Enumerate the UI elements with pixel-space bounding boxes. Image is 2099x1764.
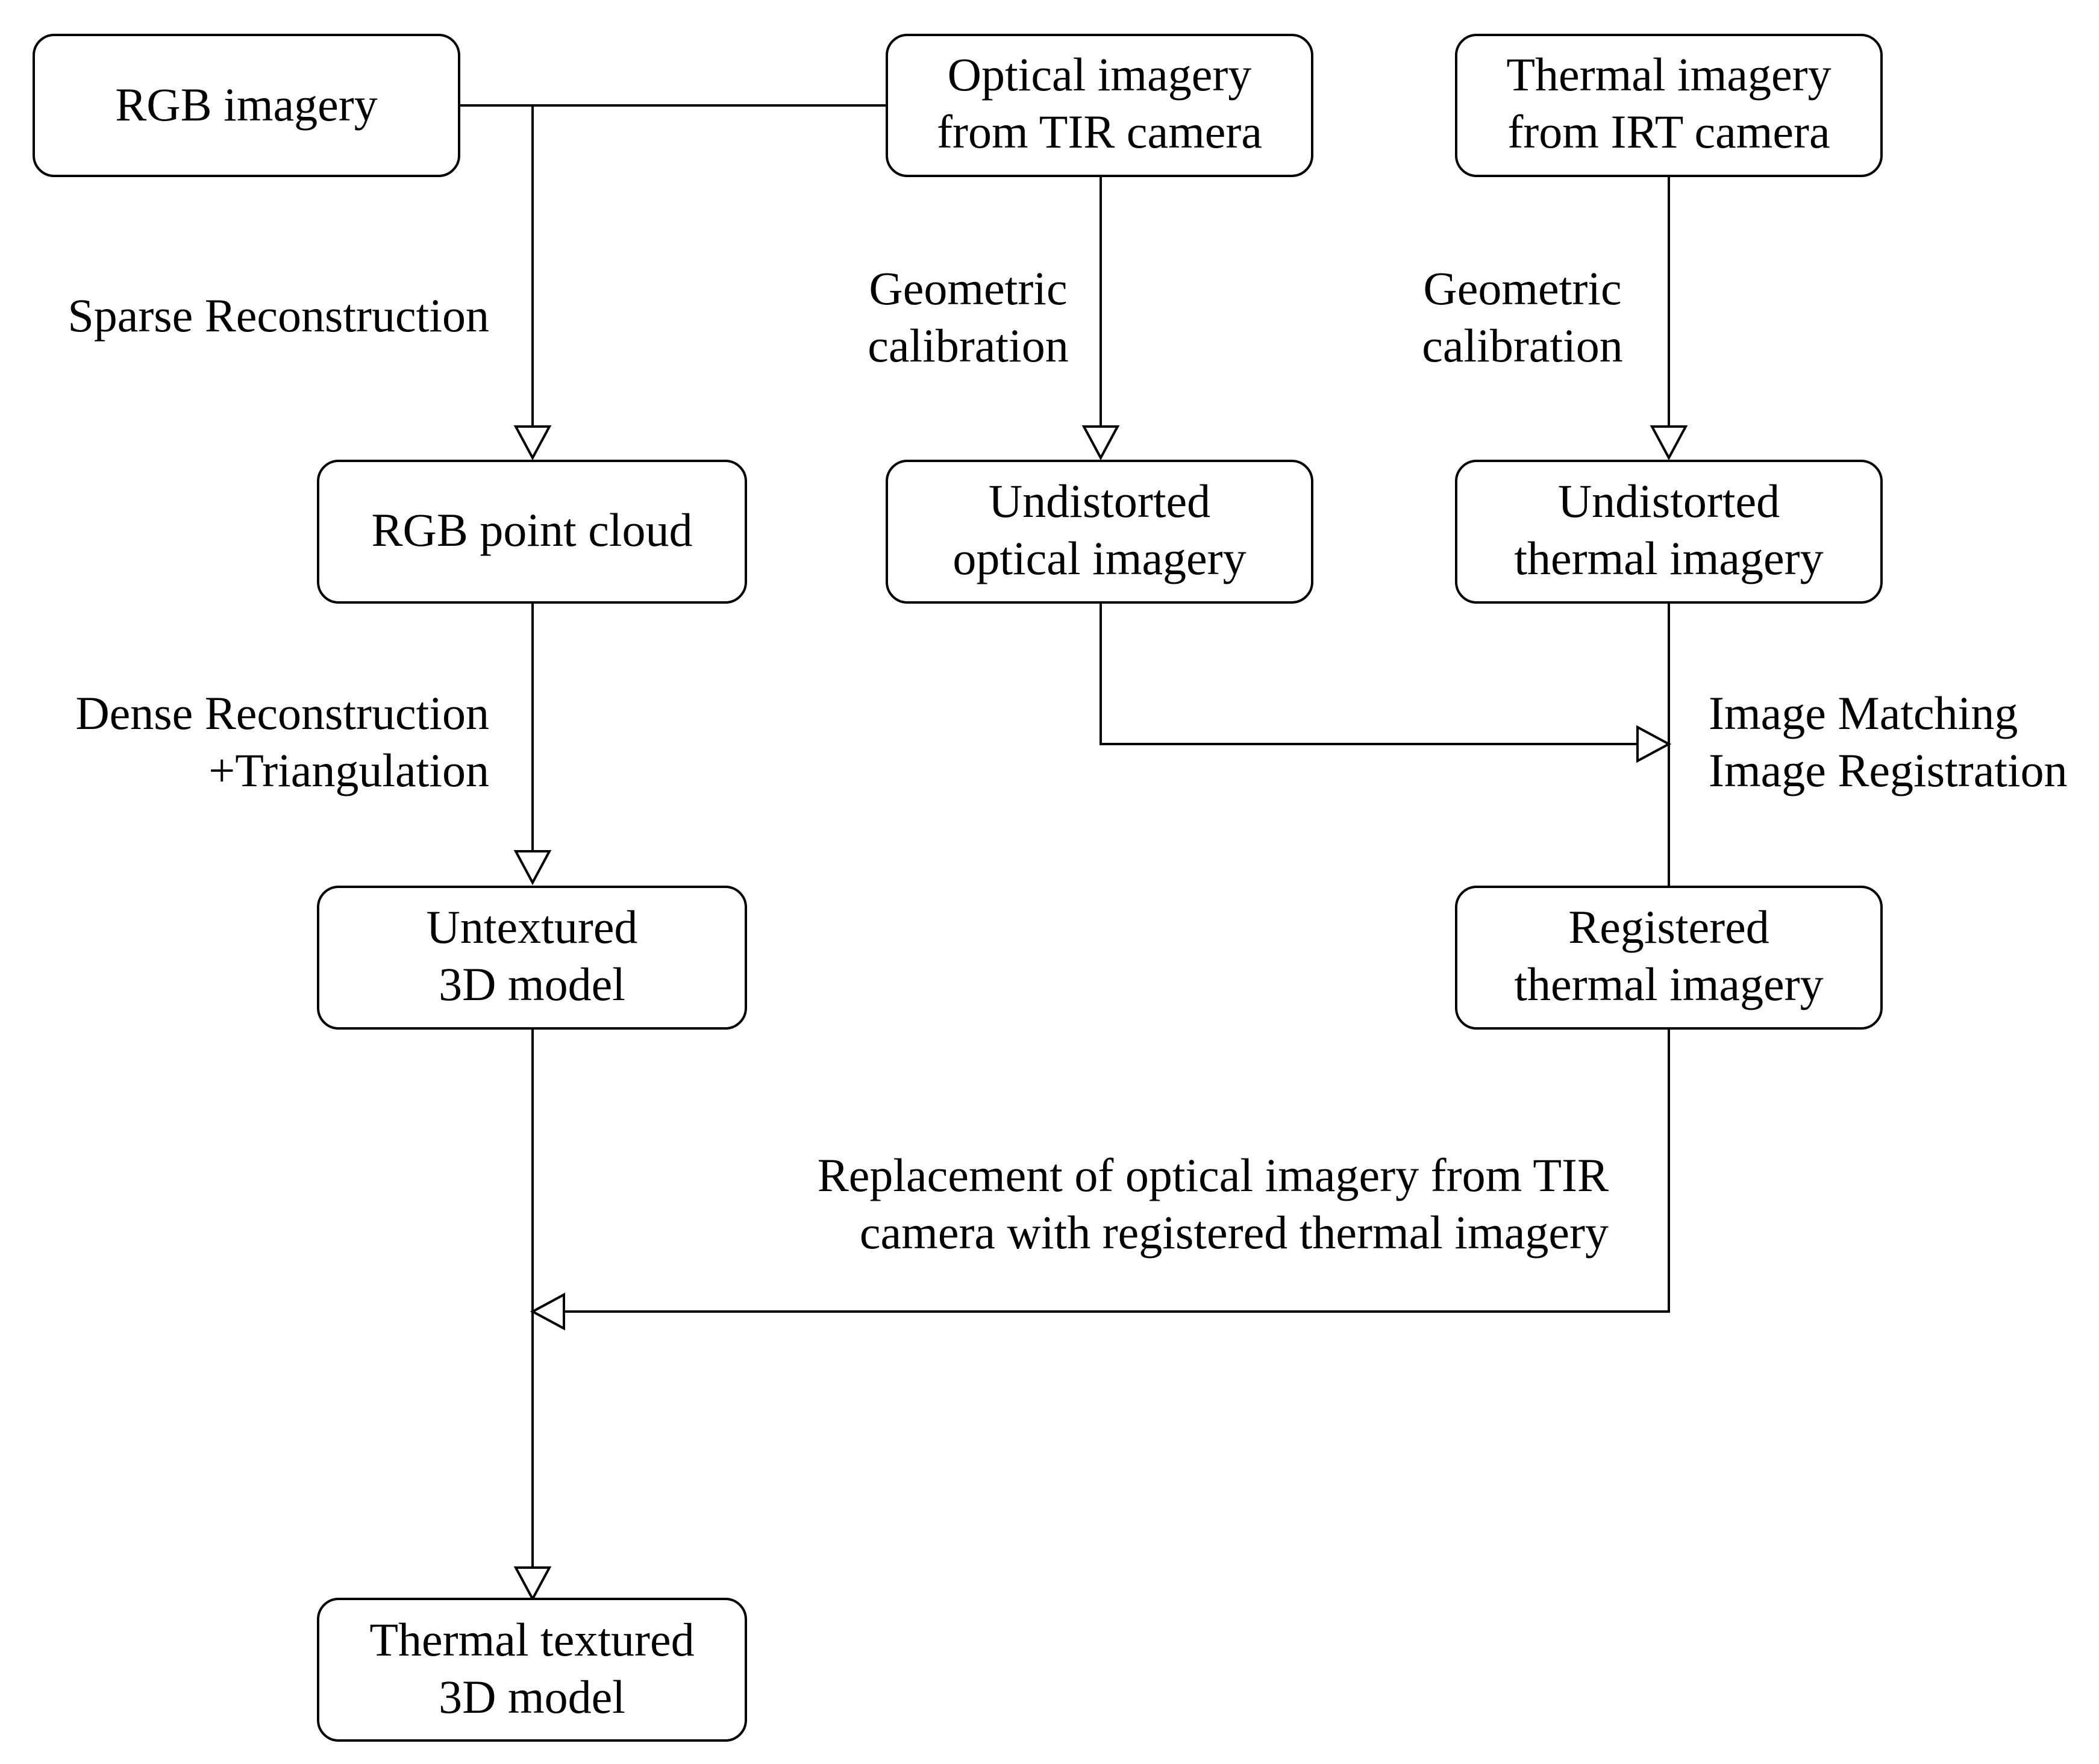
dense-reconstruction-line2: +Triangulation — [208, 744, 489, 796]
connector-optical-to-matching — [1100, 602, 1638, 745]
edge-label-geometric-calibration-optical: Geometric calibration — [868, 262, 1069, 372]
geometric-calibration-optical-line1: Geometric — [869, 262, 1067, 314]
arrowhead-to-undistorted-optical — [1081, 425, 1120, 461]
node-untextured-3d-model: Untextured 3D model — [317, 886, 747, 1030]
node-undistorted-thermal-line1: Undistorted — [1558, 475, 1780, 527]
edge-label-replacement: Replacement of optical imagery from TIR … — [818, 1149, 1609, 1259]
connectors — [459, 104, 1670, 1568]
arrowhead-to-untextured-model — [513, 850, 552, 886]
node-undistorted-thermal-line2: thermal imagery — [1514, 532, 1823, 584]
node-undistorted-optical-line2: optical imagery — [953, 532, 1246, 584]
node-thermal-textured-model-line2: 3D model — [439, 1671, 625, 1723]
edge-label-sparse-reconstruction: Sparse Reconstruction — [67, 289, 489, 342]
node-registered-thermal-line2: thermal imagery — [1514, 958, 1823, 1010]
node-untextured-model-line2: 3D model — [439, 958, 625, 1010]
node-undistorted-optical-line1: Undistorted — [989, 475, 1210, 527]
node-registered-thermal-line1: Registered — [1568, 901, 1769, 953]
node-undistorted-optical-imagery: Undistorted optical imagery — [886, 460, 1313, 604]
image-matching-line1: Image Matching — [1709, 687, 2018, 739]
replacement-line1: Replacement of optical imagery from TIR — [818, 1149, 1609, 1201]
node-thermal-imagery-irt: Thermal imagery from IRT camera — [1455, 34, 1883, 177]
node-thermal-textured-model-line1: Thermal textured — [369, 1613, 694, 1666]
image-matching-line2: Image Registration — [1709, 744, 2068, 796]
geometric-calibration-thermal-line1: Geometric — [1423, 262, 1621, 314]
edge-label-geometric-calibration-thermal: Geometric calibration — [1422, 262, 1623, 372]
arrowhead-to-undistorted-thermal — [1650, 425, 1688, 461]
node-thermal-textured-3d-model: Thermal textured 3D model — [317, 1598, 747, 1742]
node-untextured-model-line1: Untextured — [427, 901, 638, 953]
geometric-calibration-optical-line2: calibration — [868, 319, 1069, 372]
node-optical-imagery-tir: Optical imagery from TIR camera — [886, 34, 1313, 177]
connector-registered-to-replacement — [564, 1028, 1670, 1313]
edge-label-image-matching: Image Matching Image Registration — [1709, 687, 2068, 796]
node-rgb-point-cloud-label: RGB point cloud — [371, 504, 692, 556]
dense-reconstruction-line1: Dense Reconstruction — [75, 687, 489, 739]
node-rgb-imagery-label: RGB imagery — [115, 78, 377, 131]
arrowheads — [513, 425, 1688, 1602]
node-registered-thermal-imagery: Registered thermal imagery — [1455, 886, 1883, 1030]
node-rgb-imagery: RGB imagery — [33, 34, 460, 177]
node-optical-imagery-tir-line1: Optical imagery — [948, 48, 1252, 101]
arrowhead-to-thermal-textured-model — [513, 1566, 552, 1602]
edge-label-dense-reconstruction: Dense Reconstruction +Triangulation — [75, 687, 489, 796]
sparse-reconstruction-text: Sparse Reconstruction — [67, 289, 489, 342]
node-rgb-point-cloud: RGB point cloud — [317, 460, 747, 604]
arrowhead-to-rgb-point-cloud — [513, 425, 552, 461]
node-optical-imagery-tir-line2: from TIR camera — [937, 105, 1262, 158]
arrowhead-to-image-matching — [1636, 725, 1672, 763]
replacement-line2: camera with registered thermal imagery — [860, 1206, 1609, 1259]
geometric-calibration-thermal-line2: calibration — [1422, 319, 1623, 372]
node-undistorted-thermal-imagery: Undistorted thermal imagery — [1455, 460, 1883, 604]
arrowhead-to-replacement-junction — [530, 1292, 565, 1331]
node-thermal-imagery-irt-line1: Thermal imagery — [1506, 48, 1831, 101]
node-thermal-imagery-irt-line2: from IRT camera — [1507, 105, 1830, 158]
